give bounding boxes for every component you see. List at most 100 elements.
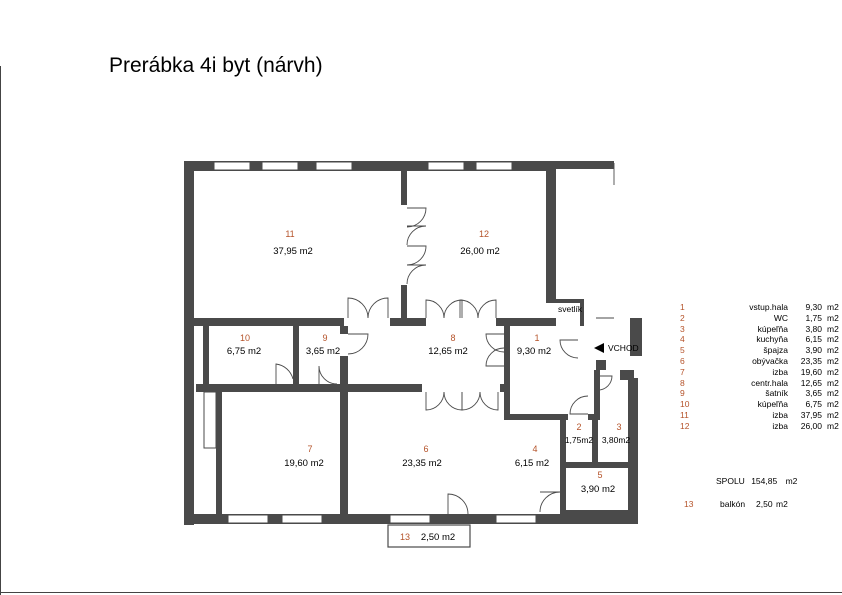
legend-area: 37,95 (800, 409, 822, 420)
room-12: 12 26,00 m2 (460, 229, 500, 257)
total-area: SPOLU 154,85 m2 (716, 476, 797, 486)
legend-unit: m2 (827, 302, 839, 312)
legend-number: 1 (680, 302, 685, 312)
legend-area: 12,65 (800, 377, 822, 388)
room-10-area: 6,75 m2 (227, 346, 261, 357)
room-2-area: 1,75m2 (565, 435, 594, 445)
entrance-label: VCHOD (608, 343, 639, 353)
legend-name: izba (772, 409, 788, 420)
room-13-area: 2,50 m2 (421, 532, 455, 543)
room-3-number: 3 (616, 422, 621, 432)
legend-name: kúpeľňa (757, 323, 788, 334)
legend-area: 9,30 (805, 302, 822, 312)
room-6-number: 6 (423, 444, 428, 454)
legend-row: 1 vstup.hala 9,30 m2 (680, 302, 842, 313)
legend-name: izba (772, 420, 788, 431)
legend-name: kuchyňa (756, 334, 788, 345)
room-1-area: 9,30 m2 (517, 346, 551, 357)
room-5: 5 3,90 m2 (581, 470, 615, 495)
legend-name: WC (773, 312, 788, 323)
legend-name: kúpeľňa (757, 399, 788, 410)
walls (184, 161, 642, 525)
room-8-number: 8 (450, 333, 455, 343)
doors (275, 163, 615, 515)
room-9-area: 3,65 m2 (306, 346, 340, 357)
room-7-number: 7 (307, 444, 312, 454)
legend-row: 2 WC 1,75 m2 (680, 313, 842, 324)
legend-unit: m2 (827, 345, 839, 356)
room-5-number: 5 (597, 470, 602, 480)
room-7-area: 19,60 m2 (284, 458, 324, 469)
room-3-area: 3,80m2 (602, 435, 631, 445)
legend-name: vstup.hala (749, 302, 788, 312)
room-2-number: 2 (576, 422, 581, 432)
entrance-arrow-icon (594, 343, 604, 353)
room-1-number: 1 (534, 333, 539, 343)
legend-area: 3,90 (805, 345, 822, 356)
room-12-number: 12 (479, 229, 489, 239)
legend-area: 3,65 (805, 388, 822, 399)
total-label: SPOLU (716, 476, 745, 486)
light-well-label: svetlík (558, 304, 583, 314)
legend-unit: m2 (827, 334, 839, 345)
legend-number: 12 (680, 420, 690, 431)
room-11-number: 11 (285, 229, 294, 239)
room-3: 3 3,80m2 (602, 422, 631, 445)
legend-name: centr.hala (751, 377, 788, 388)
balcony-outline (387, 524, 471, 548)
legend-unit: m2 (827, 312, 839, 323)
balcony-area: 2,50 (756, 499, 773, 509)
legend-area: 3,80 (805, 323, 822, 334)
total-value: 154,85 (751, 476, 778, 486)
room-13: 13 2,50 m2 (400, 532, 455, 543)
room-6: 6 23,35 m2 (402, 444, 442, 469)
legend-name: šatník (765, 388, 788, 399)
room-10: 10 6,75 m2 (227, 333, 261, 357)
legend-unit: m2 (827, 355, 839, 366)
room-legend: 1 vstup.hala 9,30 m2 2 WC 1,75 m2 3 kúpeľňa 3,80 m2… (680, 302, 842, 432)
room-7: 7 19,60 m2 (284, 444, 324, 469)
legend-area: 6,75 (805, 399, 822, 410)
legend-number: 9 (680, 388, 685, 399)
legend-unit: m2 (827, 366, 839, 377)
legend-number: 2 (680, 312, 685, 323)
room-8-area: 12,65 m2 (428, 346, 468, 357)
room-4-area: 6,15 m2 (515, 458, 549, 469)
page-edge-bottom (0, 592, 842, 593)
balcony-number: 13 (684, 499, 694, 509)
legend-name: špajza (763, 345, 788, 356)
room-13-number: 13 (400, 532, 410, 542)
legend-unit: m2 (827, 323, 839, 334)
total-unit: m2 (785, 476, 798, 486)
legend-number: 4 (680, 334, 685, 345)
legend-number: 10 (680, 399, 690, 410)
page-title: Prerábka 4i byt (nárvh) (109, 54, 323, 77)
room-8: 8 12,65 m2 (428, 333, 468, 357)
legend-number: 8 (680, 377, 685, 388)
room-4-number: 4 (532, 444, 537, 454)
room-12-area: 26,00 m2 (460, 246, 500, 257)
legend-area: 23,35 (800, 355, 822, 366)
balcony-name: balkón (720, 499, 746, 509)
balcony-unit: m2 (776, 499, 788, 509)
legend-number: 3 (680, 323, 685, 334)
legend-unit: m2 (827, 409, 839, 420)
room-10-number: 10 (240, 333, 250, 343)
room-6-area: 23,35 m2 (402, 458, 442, 469)
room-11: 11 37,95 m2 (273, 229, 313, 257)
legend-area: 1,75 (805, 312, 822, 323)
legend-name: izba (772, 366, 788, 377)
room-1: 1 9,30 m2 (517, 333, 551, 357)
room-9-number: 9 (322, 333, 327, 343)
legend-number: 7 (680, 366, 685, 377)
legend-number: 11 (680, 409, 689, 420)
